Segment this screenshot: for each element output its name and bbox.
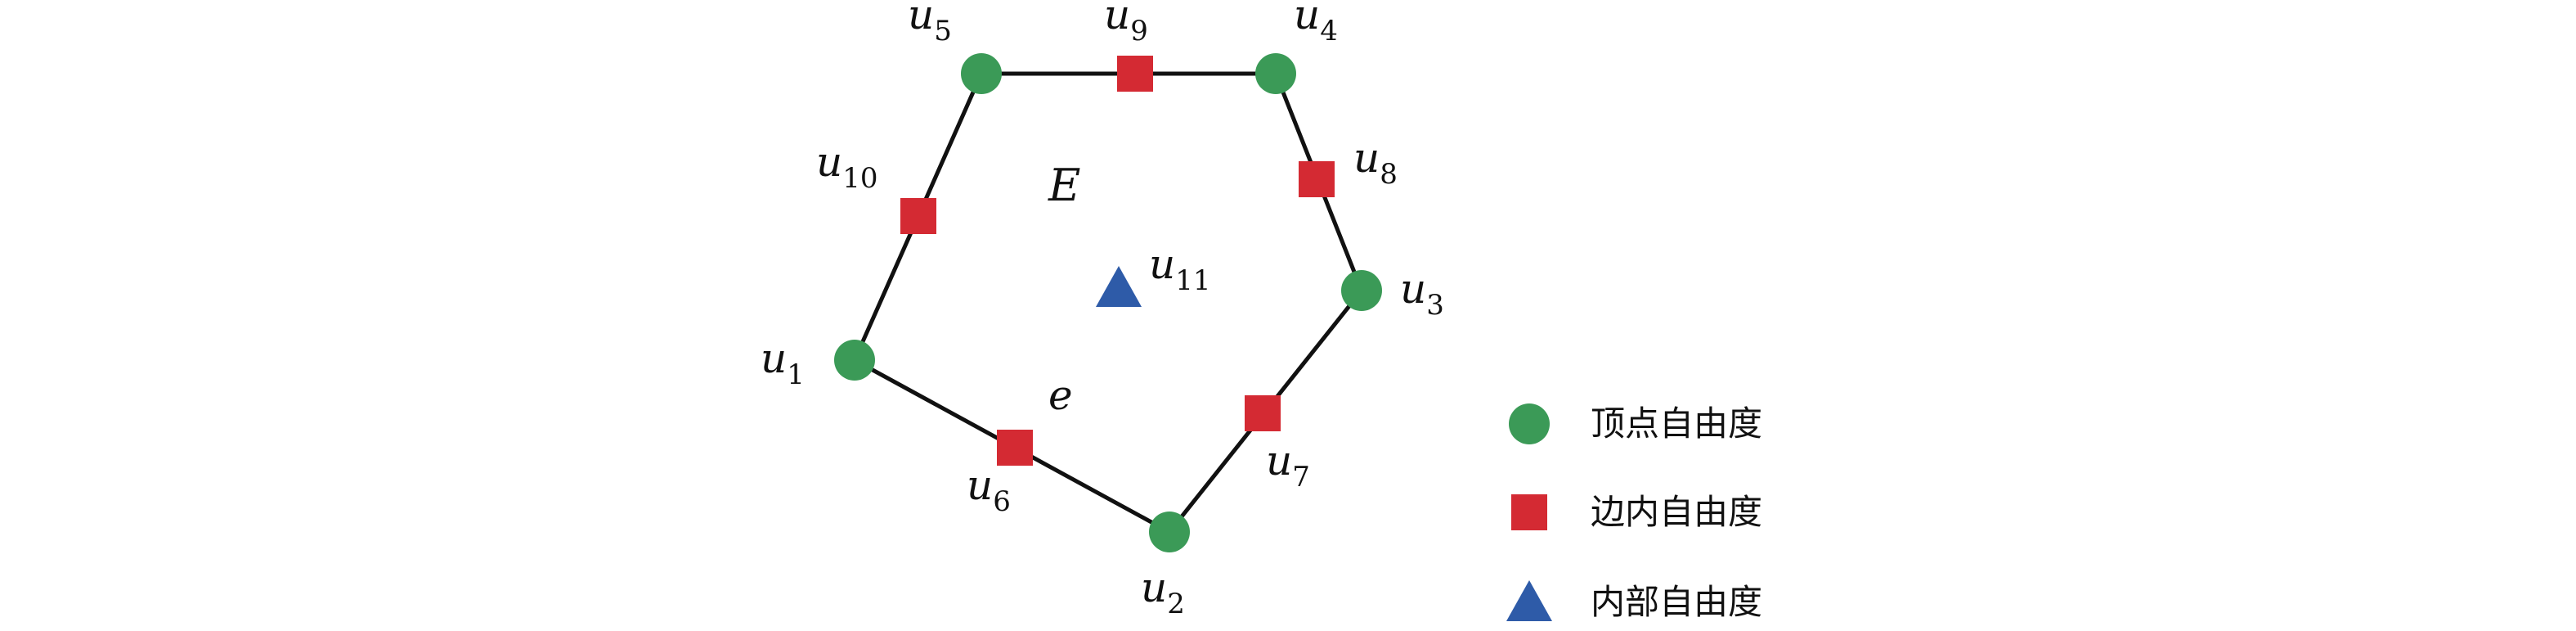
label-u3: u3 xyxy=(1400,265,1444,322)
edge-dof-u9 xyxy=(1117,56,1153,92)
edge-dof-u10 xyxy=(900,198,936,234)
legend-edge-label: 边内自由度 xyxy=(1591,492,1762,532)
legend-edge-marker xyxy=(1511,494,1547,530)
edge-dof-u6 xyxy=(997,430,1033,466)
vertex-dof-u5 xyxy=(961,53,1002,94)
legend-vertex-label: 顶点自由度 xyxy=(1591,403,1762,444)
interior-dof-u11 xyxy=(1096,266,1142,307)
label-u11: u11 xyxy=(1149,241,1210,297)
label-u7: u7 xyxy=(1266,437,1310,494)
vertex-dof-u1 xyxy=(834,340,875,381)
vertex-dof-u4 xyxy=(1255,53,1296,94)
label-edge-e: e xyxy=(1048,372,1073,419)
edge-dof-u7 xyxy=(1245,395,1281,431)
label-element-E: E xyxy=(1048,160,1080,211)
label-u4: u4 xyxy=(1294,0,1338,47)
legend-interior-label: 内部自由度 xyxy=(1591,582,1762,622)
label-u8: u8 xyxy=(1353,134,1398,191)
edge-dof-u8 xyxy=(1299,161,1335,197)
legend-vertex-marker xyxy=(1509,403,1550,444)
label-u1: u1 xyxy=(761,335,805,391)
label-u2: u2 xyxy=(1141,564,1185,620)
legend: 顶点自由度 边内自由度 内部自由度 xyxy=(1506,403,1762,622)
label-u5: u5 xyxy=(908,0,952,47)
label-u9: u9 xyxy=(1104,0,1148,47)
vertex-dof-u3 xyxy=(1341,270,1382,311)
label-u10: u10 xyxy=(816,138,877,195)
vertex-dof-u2 xyxy=(1149,512,1190,552)
label-u6: u6 xyxy=(967,462,1011,518)
legend-interior-marker xyxy=(1506,580,1552,621)
